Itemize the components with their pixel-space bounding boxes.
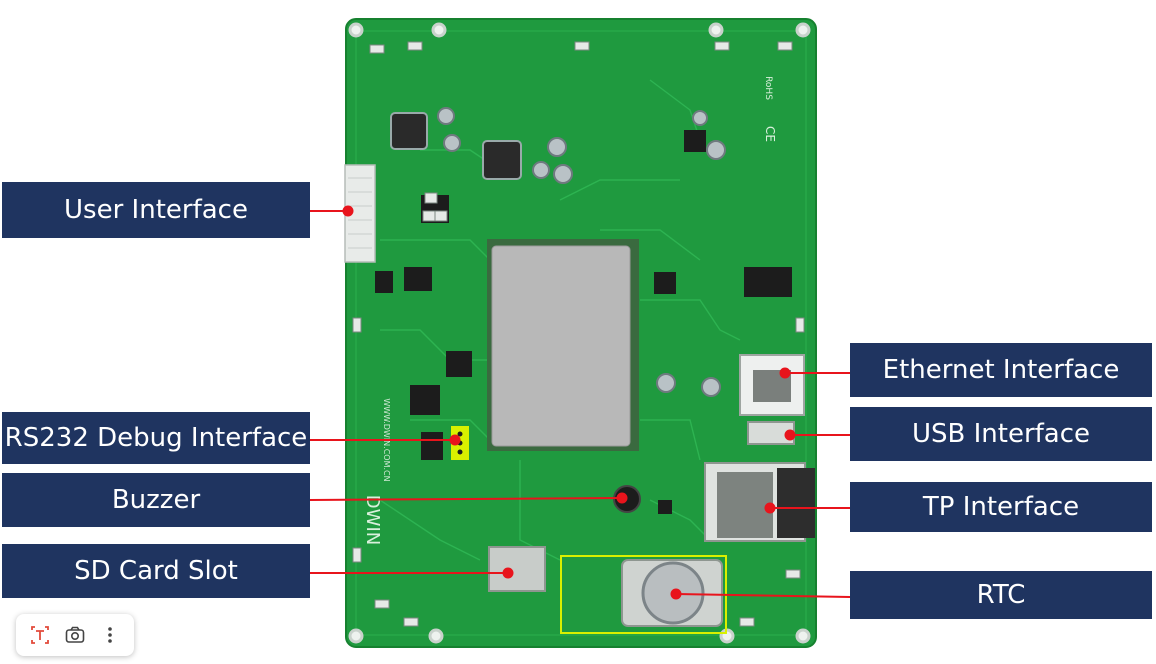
label-sd-card-slot: SD Card Slot <box>2 544 310 598</box>
label-buzzer: Buzzer <box>2 473 310 527</box>
image-toolbar <box>16 614 134 656</box>
label-rtc: RTC <box>850 571 1152 619</box>
label-usb-interface: USB Interface <box>850 407 1152 461</box>
label-ethernet-interface: Ethernet Interface <box>850 343 1152 397</box>
label-user-interface: User Interface <box>2 182 310 238</box>
board-ce-text: CE <box>763 126 777 142</box>
more-vert-icon[interactable] <box>95 620 125 650</box>
board-brand-text: DWIN <box>362 495 383 545</box>
pcb-board: DWIN WWW.DWIN.COM.CN RoHS CE <box>344 18 817 648</box>
text-select-icon[interactable] <box>25 620 55 650</box>
camera-search-icon[interactable] <box>60 620 90 650</box>
label-rs232-debug-interface: RS232 Debug Interface <box>2 412 310 464</box>
label-tp-interface: TP Interface <box>850 482 1152 532</box>
board-rohs-text: RoHS <box>763 76 773 100</box>
leader-lines <box>309 205 851 600</box>
